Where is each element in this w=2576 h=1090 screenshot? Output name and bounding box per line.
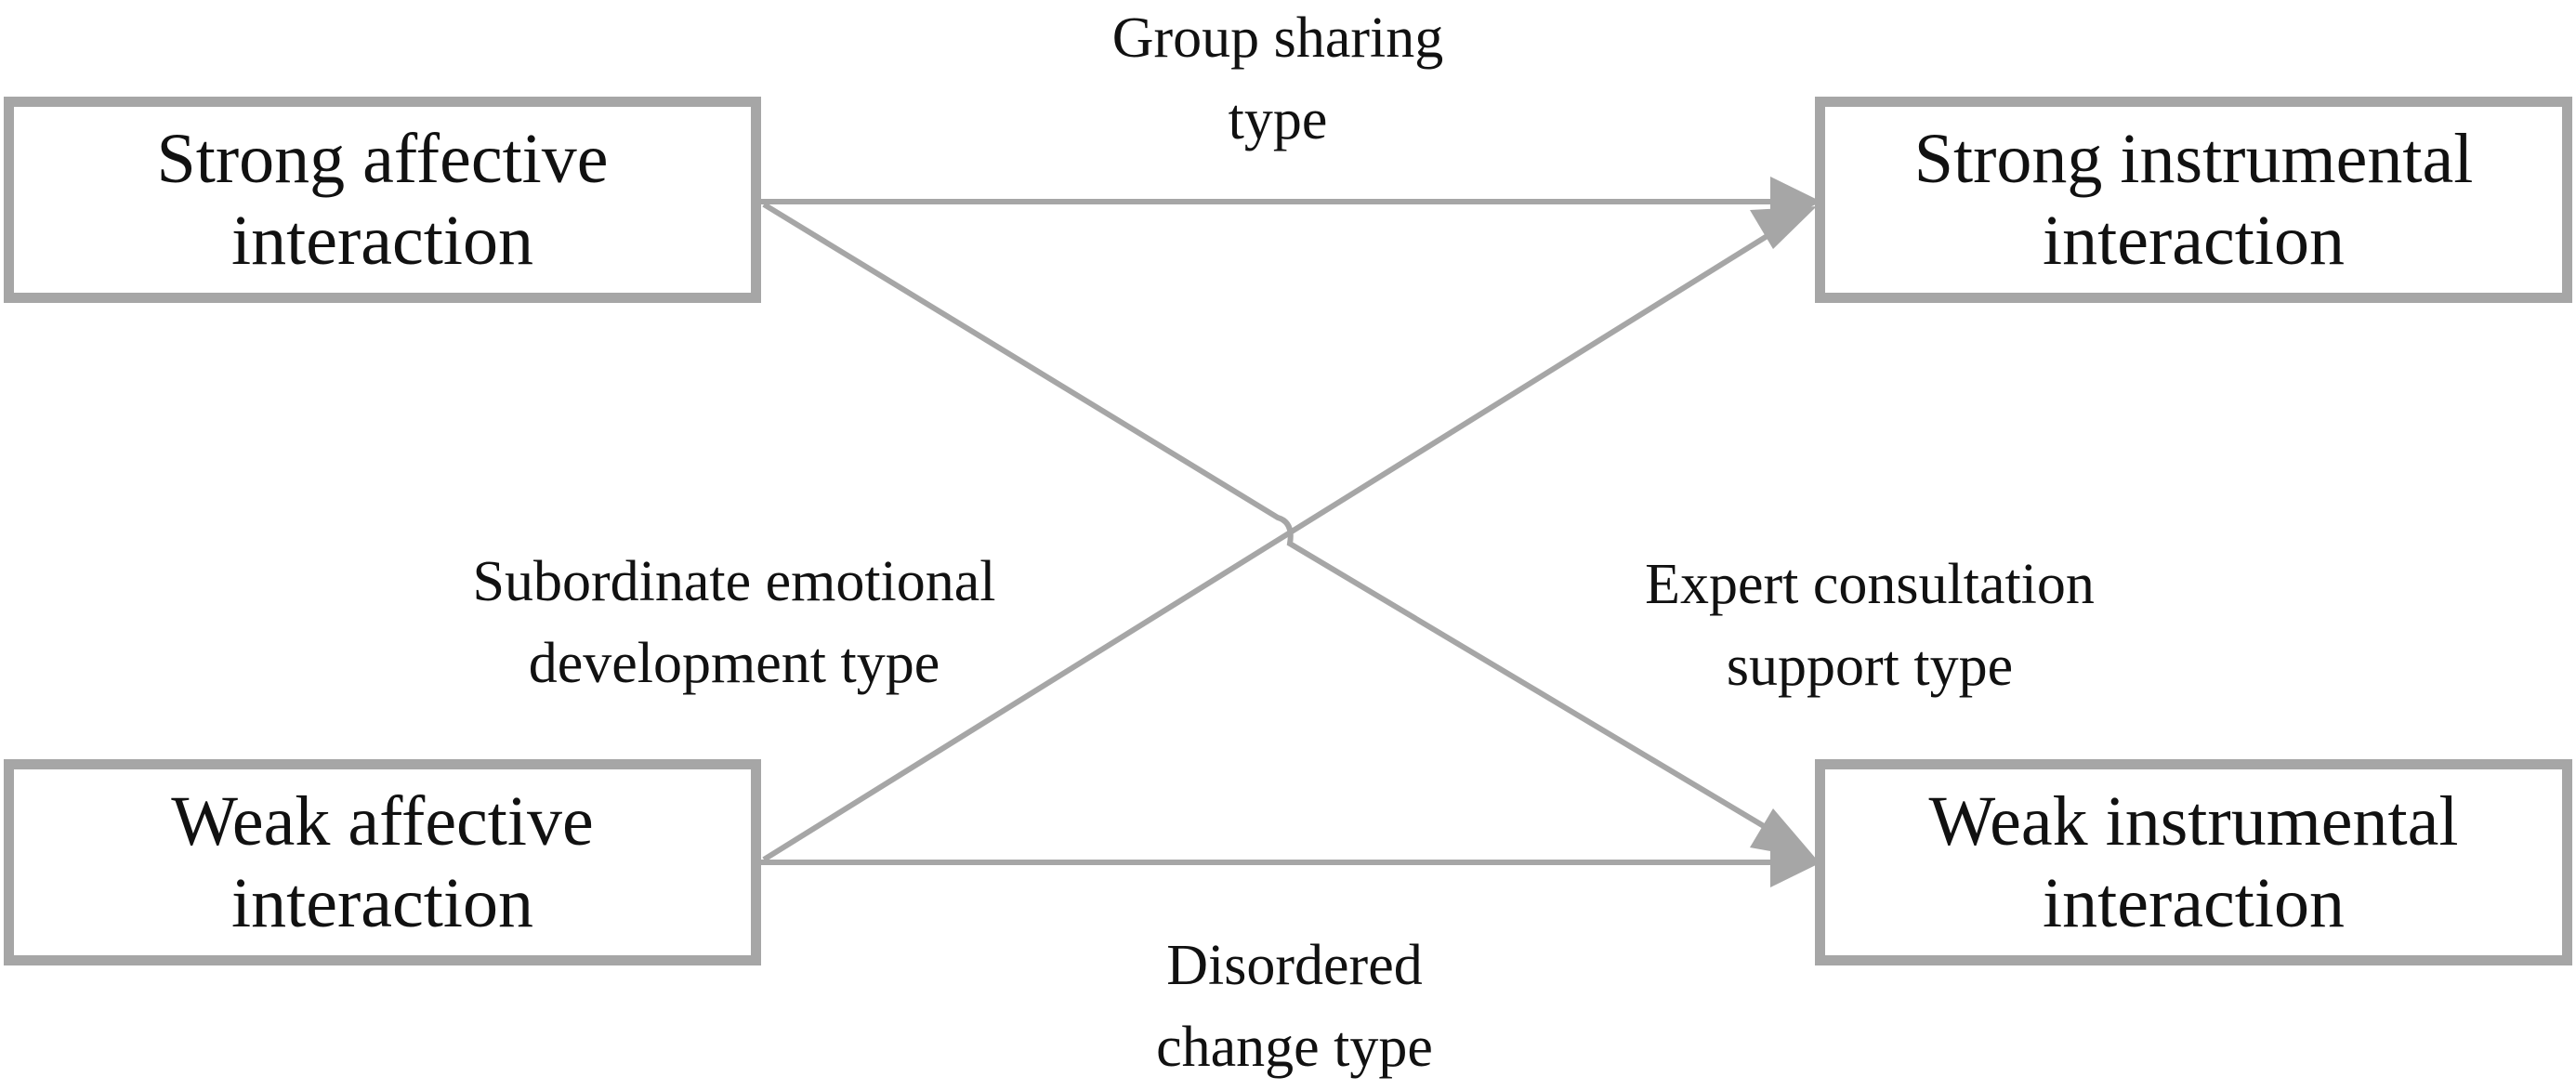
node-strong-affective-line1: Strong affective [156,120,609,198]
node-weak-instrumental: Weak instrumental interaction [1815,759,2572,965]
edge-label-disordered-change-line1: Disordered [1166,934,1423,997]
edge-label-group-sharing-line2: type [1228,88,1328,151]
edge-label-expert-consultation: Expert consultation support type [1498,544,2241,707]
edge-label-subordinate-emotional-line1: Subordinate emotional [472,550,996,613]
node-strong-instrumental: Strong instrumental interaction [1815,97,2572,303]
edge-label-subordinate-emotional-line2: development type [528,632,940,695]
node-weak-instrumental-line1: Weak instrumental [1928,782,2459,860]
node-strong-affective: Strong affective interaction [4,97,761,303]
node-strong-instrumental-line1: Strong instrumental [1913,120,2474,198]
edge-expert-consultation-line [762,202,1775,834]
edge-label-group-sharing: Group sharing type [999,0,1557,161]
edge-label-disordered-change: Disordered change type [1016,925,1573,1088]
edge-subordinate-emotional-arrowhead [1750,206,1817,249]
edge-label-subordinate-emotional: Subordinate emotional development type [362,541,1106,704]
node-weak-affective-line2: interaction [231,864,533,942]
edge-label-group-sharing-line1: Group sharing [1111,7,1444,70]
node-strong-instrumental-line2: interaction [2043,202,2345,280]
edge-label-expert-consultation-line1: Expert consultation [1645,553,2095,616]
edge-label-expert-consultation-line2: support type [1726,635,2014,698]
node-strong-affective-line2: interaction [231,202,533,280]
edge-subordinate-emotional-line [762,230,1775,862]
edge-expert-consultation-arrowhead [1750,808,1817,860]
node-weak-affective-line1: Weak affective [171,782,594,860]
edge-label-disordered-change-line2: change type [1156,1016,1433,1079]
node-weak-affective: Weak affective interaction [4,759,761,965]
node-weak-instrumental-line2: interaction [2043,864,2345,942]
